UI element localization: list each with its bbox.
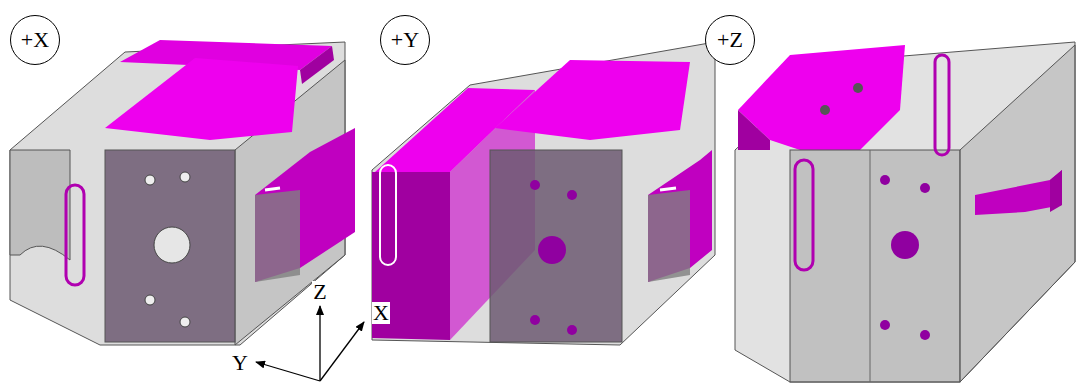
view-z <box>735 42 1075 382</box>
view-badge: +Y <box>380 15 430 65</box>
view-x <box>10 40 355 345</box>
axis-label: Y <box>231 352 249 374</box>
view-badge: +X <box>10 15 60 65</box>
axis-label: X <box>372 302 390 324</box>
view-label: +Y <box>391 29 419 51</box>
view-y <box>372 42 715 345</box>
axis-label: Z <box>312 281 327 303</box>
view-label: +Z <box>717 29 743 51</box>
view-label: +X <box>21 29 49 51</box>
axis-triad <box>256 306 364 381</box>
view-badge: +Z <box>705 15 755 65</box>
